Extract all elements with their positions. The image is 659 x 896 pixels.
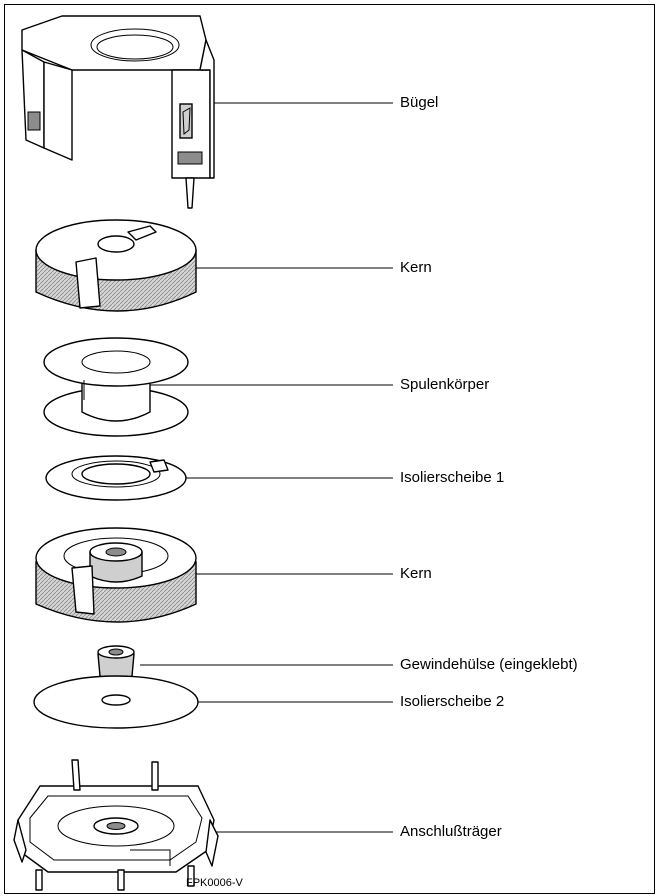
core-2-part [35, 527, 197, 623]
bracket-part [21, 15, 215, 209]
label-gewindehuelse: Gewindehülse (eingeklebt) [400, 656, 578, 673]
label-spulenkoerper: Spulenkörper [400, 376, 490, 393]
label-anschlusstraeger: Anschlußträger [400, 823, 502, 840]
threaded-sleeve-part [97, 645, 135, 681]
label-isolierscheibe-2: Isolierscheibe 2 [400, 693, 505, 710]
diagram-frame [4, 4, 655, 894]
label-buegel: Bügel [400, 94, 439, 111]
leader-lines [140, 102, 393, 833]
label-isolierscheibe-1: Isolierscheibe 1 [400, 469, 505, 486]
core-1-part [35, 219, 197, 312]
label-kern-2: Kern [400, 565, 432, 582]
label-kern-1: Kern [400, 259, 432, 276]
terminal-carrier-part [13, 759, 219, 891]
figure-code: FPK0006-V [186, 877, 243, 889]
insulating-washer-2-part [33, 675, 199, 729]
insulating-washer-1-part [45, 455, 187, 501]
coil-former-part [43, 337, 189, 437]
